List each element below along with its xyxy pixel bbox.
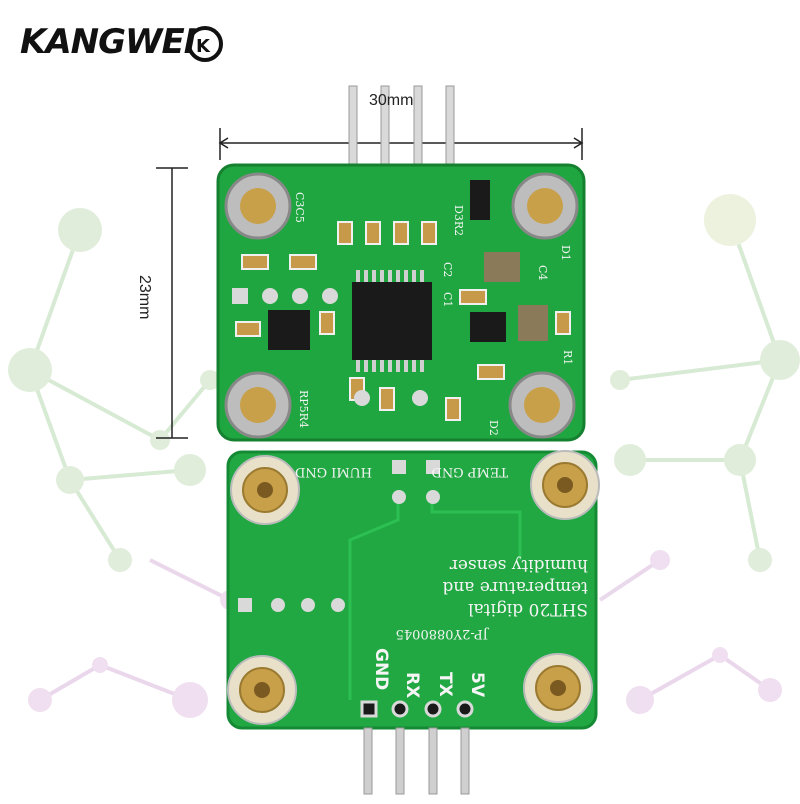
brand-logo: KANGWEI — [20, 22, 196, 62]
title-line-2: temperature and — [442, 577, 588, 597]
temp-gnd-label: TEMP GND — [431, 464, 508, 479]
pin-label-5v: 5V — [467, 672, 487, 698]
width-dimension — [218, 128, 584, 160]
svg-text:RP5R4: RP5R4 — [297, 390, 310, 428]
back-pcb — [226, 450, 600, 730]
back-silkscreen: HUMI GND TEMP GND humidity senser temper… — [295, 464, 588, 698]
title-line-3: SHT20 digital — [468, 599, 588, 619]
svg-text:C2: C2 — [441, 262, 454, 277]
height-dimension — [156, 167, 188, 439]
svg-text:D2: D2 — [487, 420, 500, 436]
height-label: 23mm — [136, 275, 153, 319]
svg-text:D3R2: D3R2 — [452, 205, 465, 236]
title-line-1: humidity senser — [449, 555, 588, 575]
svg-text:C3C5: C3C5 — [293, 192, 306, 223]
bottom-header-pins — [363, 727, 470, 795]
pin-label-gnd: GND — [371, 648, 391, 690]
svg-text:R1: R1 — [561, 350, 574, 365]
serial-label: JP-2Y0880045 — [396, 626, 490, 641]
pin-label-rx: RX — [402, 672, 422, 698]
width-label: 30mm — [369, 92, 413, 109]
svg-text:D1: D1 — [559, 245, 572, 261]
svg-text:C4: C4 — [536, 265, 549, 280]
svg-text:K: K — [196, 36, 211, 57]
humi-gnd-label: HUMI GND — [295, 464, 372, 479]
pin-label-tx: TX — [435, 672, 455, 697]
background-network — [8, 194, 800, 718]
logo-badge-icon: K — [187, 26, 223, 62]
front-pcb: C3C5 D3R2 D1 C4 R1 C2 C1 RP5R4 D2 — [216, 163, 586, 442]
svg-text:C1: C1 — [441, 292, 454, 307]
